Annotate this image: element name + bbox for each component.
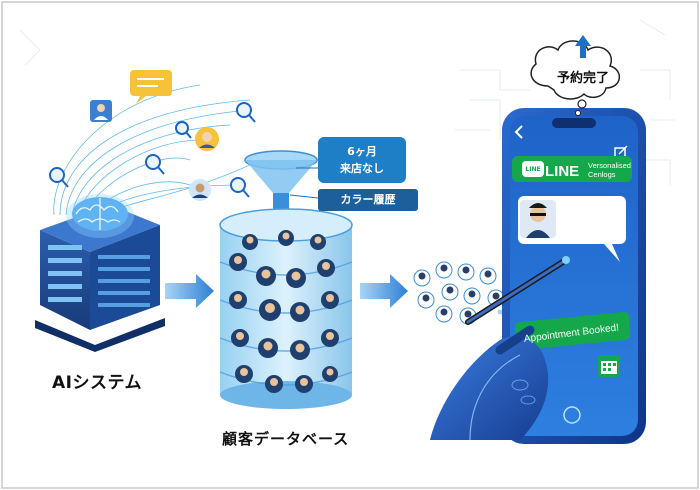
hand-icon	[430, 325, 549, 441]
appointment-bar	[515, 312, 630, 350]
search-icon	[49, 102, 256, 198]
home-button[interactable]	[563, 406, 581, 424]
arrow-icon	[165, 274, 408, 308]
filter-tag-months-line2: 来店なし	[340, 162, 384, 175]
line-brand-text: LINE	[545, 163, 580, 180]
background-circuit	[19, 19, 675, 185]
line-subtitle-text: Versonalised Cenlogs	[588, 161, 631, 179]
ai-system-label: AIシステム	[52, 373, 142, 393]
brain-icon	[66, 194, 134, 238]
selected-customers	[413, 258, 547, 325]
booking-done-text: 予約完了	[556, 71, 609, 86]
line-app-icon	[522, 161, 544, 177]
filter-tag-months-line1: 6ヶ月	[347, 145, 377, 158]
calendar-icon	[598, 355, 620, 377]
database-avatars	[229, 230, 339, 393]
up-arrow-icon	[575, 35, 591, 58]
line-icon-label: LINE	[525, 166, 541, 173]
back-icon[interactable]	[514, 125, 523, 139]
customer-database	[219, 208, 353, 409]
chat-icon	[130, 70, 172, 104]
filter-tag-months: 6ヶ月 来店なし	[318, 137, 406, 183]
customer-database-label: 顧客データベース	[222, 430, 350, 448]
person-icon	[90, 100, 219, 201]
filter-tag-color-history: カラー履歴	[318, 189, 418, 211]
pen-icon	[465, 256, 570, 325]
booking-cloud	[530, 40, 620, 116]
